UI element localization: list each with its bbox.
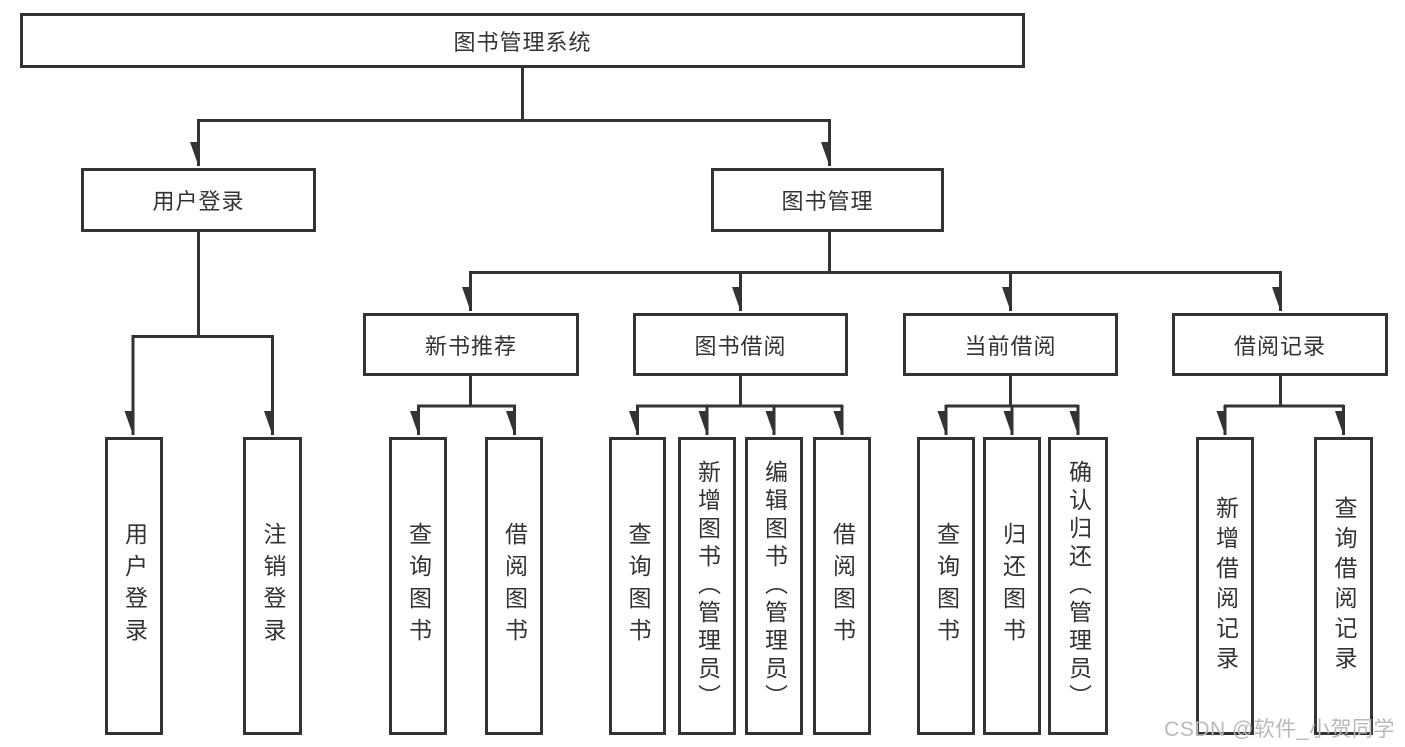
node-leaf-query-books-current: 查询图书 [917, 437, 975, 735]
node-leaf-return-books: 归还图书 [983, 437, 1041, 735]
node-leaf-add-books-admin: 新增图书（管理员） [678, 437, 736, 735]
node-label: 图书借阅 [694, 333, 787, 359]
node-label: 借阅记录 [1233, 333, 1326, 359]
node-borrowing-records: 借阅记录 [1172, 313, 1388, 376]
node-label: 用户登录 [152, 189, 245, 214]
node-leaf-borrow-books-recommend: 借阅图书 [485, 437, 543, 735]
node-label: 注销登录 [260, 522, 286, 650]
node-leaf-query-borrow-record: 查询借阅记录 [1314, 437, 1373, 735]
node-user-login: 用户登录 [81, 168, 316, 232]
node-label: 查询借阅记录 [1331, 496, 1357, 676]
node-new-book-recommendation: 新书推荐 [363, 313, 579, 376]
node-leaf-user-login: 用户登录 [105, 437, 163, 735]
node-leaf-query-books-recommend: 查询图书 [389, 437, 447, 735]
node-label: 确认归还（管理员） [1065, 460, 1092, 712]
node-label: 归还图书 [999, 522, 1026, 650]
node-label: 新书推荐 [424, 333, 517, 359]
node-label: 查询图书 [933, 522, 960, 650]
node-label: 查询图书 [405, 522, 432, 650]
node-label: 借阅图书 [501, 522, 528, 650]
node-leaf-borrow-books: 借阅图书 [813, 437, 871, 735]
node-label: 图书管理系统 [453, 29, 592, 55]
node-label: 新增图书（管理员） [694, 460, 721, 712]
node-book-borrowing: 图书借阅 [633, 313, 848, 376]
node-label: 新增借阅记录 [1212, 496, 1239, 676]
node-label: 查询图书 [625, 522, 651, 650]
node-label: 用户登录 [121, 522, 148, 650]
node-leaf-confirm-return-admin: 确认归还（管理员） [1048, 437, 1108, 735]
node-book-management: 图书管理 [711, 168, 944, 232]
csdn-watermark: CSDN @软件_小贺同学 [1164, 718, 1395, 741]
node-label: 编辑图书（管理员） [761, 460, 788, 712]
node-leaf-logout: 注销登录 [243, 437, 302, 735]
node-leaf-edit-books-admin: 编辑图书（管理员） [745, 437, 803, 735]
node-label: 当前借阅 [964, 333, 1057, 359]
node-current-borrowing: 当前借阅 [903, 313, 1118, 376]
node-leaf-query-books-borrow: 查询图书 [609, 437, 666, 735]
node-leaf-add-borrow-record: 新增借阅记录 [1196, 437, 1254, 735]
node-label: 图书管理 [781, 189, 874, 214]
node-label: 借阅图书 [829, 522, 856, 650]
node-library-management-system: 图书管理系统 [20, 13, 1025, 68]
